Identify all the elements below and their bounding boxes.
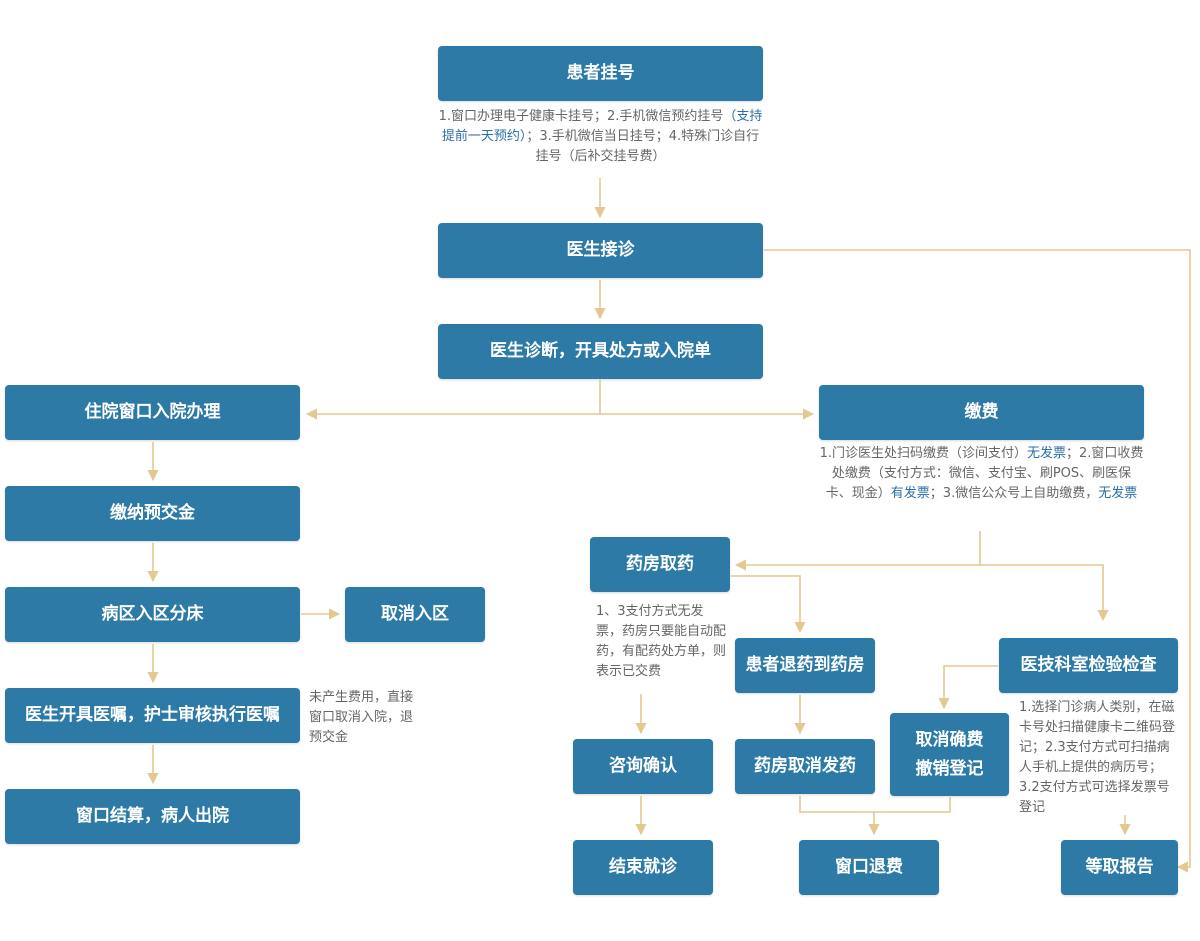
arrow-to-lab xyxy=(980,564,1109,622)
note-pharmacy: 1、3支付方式无发票，药房只要能自动配药，有配药处方单，则表示已交费 xyxy=(596,604,727,679)
node-return-drug: 患者退药到药房 xyxy=(735,638,875,693)
node-end-visit: 结束就诊 xyxy=(573,840,713,895)
node-payment: 缴费 xyxy=(819,385,1144,440)
arrow-lab-to-cancelfee xyxy=(938,665,998,710)
node-inpatient-admission: 住院窗口入院办理 xyxy=(5,385,300,440)
note-cancel-admission: 未产生费用，直接窗口取消入院，退预交金 xyxy=(309,690,414,745)
note-lab-exam: 1.选择门诊病人类别，在磁卡号处扫描健康卡二维码登记；2.3支付方式可扫描病人手… xyxy=(1019,700,1176,815)
note-payment: 1.门诊医生处扫码缴费（诊间支付）无发票；2.窗口收费处缴费（支付方式：微信、支… xyxy=(819,446,1144,501)
node-cancel-fee-line2: 撤销登记 xyxy=(915,758,984,779)
node-consult: 咨询确认 xyxy=(573,739,713,794)
arrow-reception-to-report xyxy=(764,249,1191,873)
node-cancel-fee-line1: 取消确费 xyxy=(915,729,984,750)
node-report: 等取报告 xyxy=(1061,840,1178,895)
arrow-cancel-to-refund-left xyxy=(799,796,880,836)
arrow-cancelfee-to-refund xyxy=(874,797,951,813)
node-cancel-fee: 取消确费 撤销登记 xyxy=(890,713,1009,796)
node-doctor-orders: 医生开具医嘱，护士审核执行医嘱 xyxy=(5,688,300,743)
node-register: 患者挂号 xyxy=(438,46,763,101)
node-pharmacy-cancel: 药房取消发药 xyxy=(735,739,875,794)
node-diagnosis: 医生诊断，开具处方或入院单 xyxy=(438,324,763,379)
node-cancel-admission: 取消入区 xyxy=(345,587,485,642)
arrow-payment-split xyxy=(734,531,981,571)
node-lab-exam: 医技科室检验检查 xyxy=(999,638,1178,693)
arrow-pharmacy-to-return xyxy=(731,575,806,634)
node-window-refund: 窗口退费 xyxy=(799,840,939,895)
node-pharmacy: 药房取药 xyxy=(590,537,730,592)
node-reception: 医生接诊 xyxy=(438,223,763,278)
note-register: 1.窗口办理电子健康卡挂号；2.手机微信预约挂号（支持提前一天预约）；3.手机微… xyxy=(438,109,763,164)
node-ward-bed: 病区入区分床 xyxy=(5,587,300,642)
node-discharge: 窗口结算，病人出院 xyxy=(5,789,300,844)
node-deposit: 缴纳预交金 xyxy=(5,486,300,541)
